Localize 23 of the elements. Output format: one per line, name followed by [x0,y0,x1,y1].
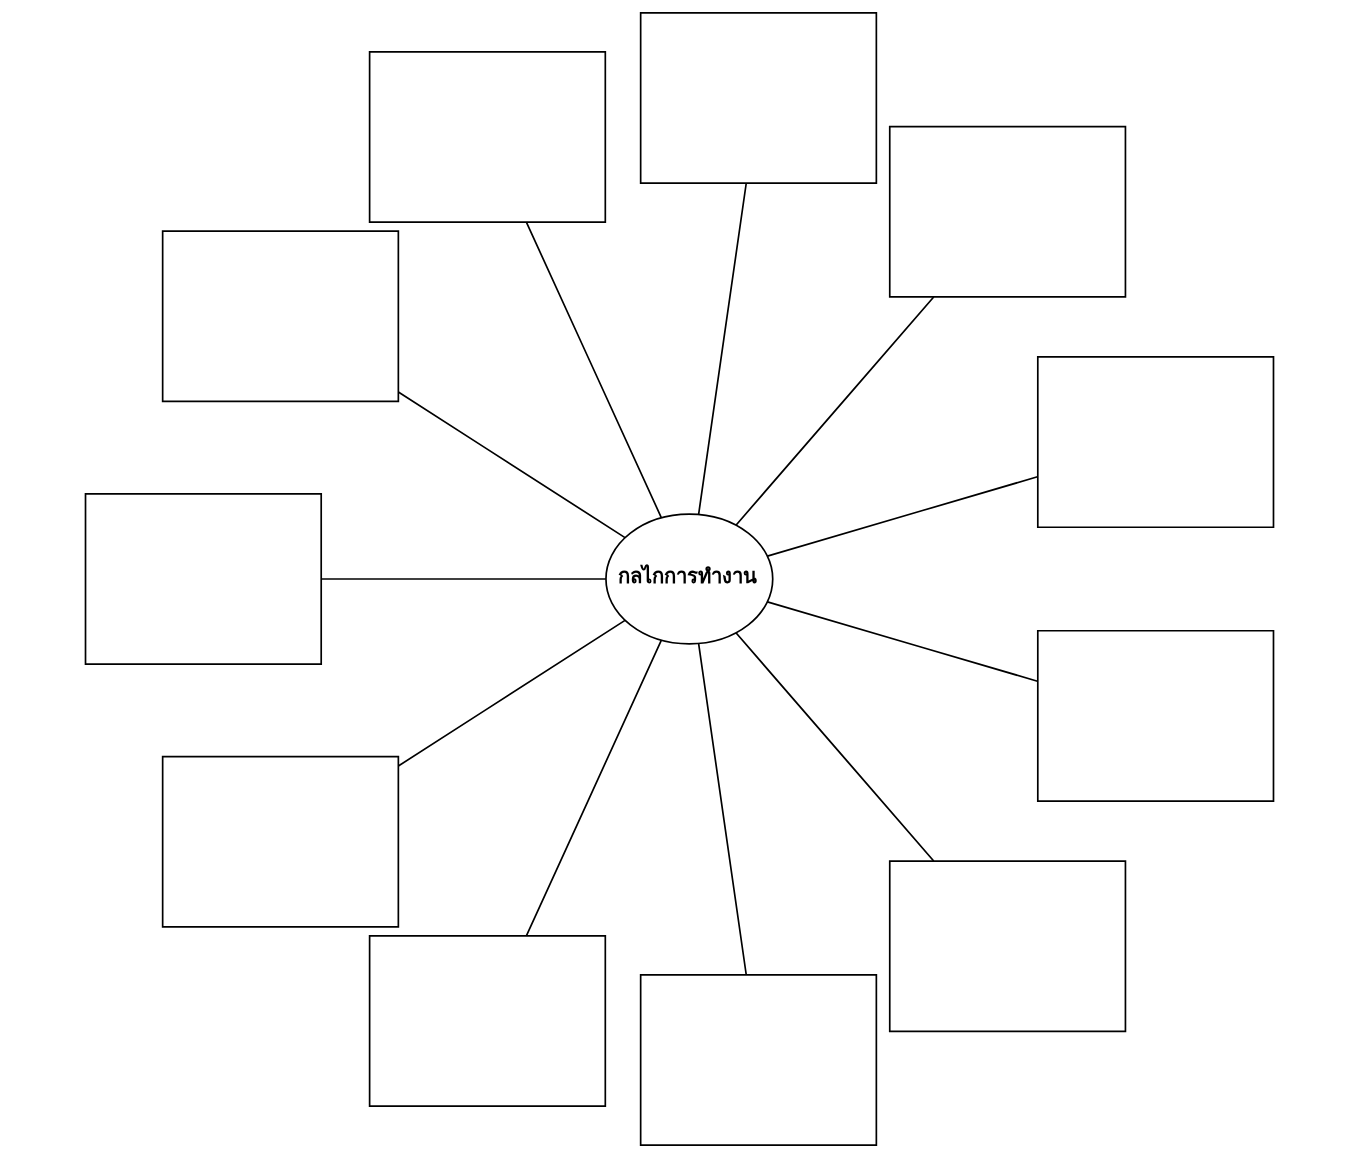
connector [525,221,663,519]
connector [766,601,1039,683]
connector [697,182,748,515]
node-box [368,50,607,223]
node-box [888,860,1127,1033]
node-box [368,935,607,1108]
node-box [1036,629,1275,802]
connector [397,391,626,539]
connector [320,578,607,580]
node-box [639,11,878,184]
connector [766,475,1039,557]
node-box [888,125,1127,298]
connector [397,619,626,767]
node-box [1036,356,1275,529]
node-box [84,493,323,665]
connector [697,643,748,976]
node-box [639,974,878,1147]
connector [735,631,935,862]
node-box [161,230,400,403]
node-ellipse: กลไกการทำงาน [605,513,774,645]
connector [525,639,663,937]
connector [735,296,935,527]
node-box [161,755,400,928]
